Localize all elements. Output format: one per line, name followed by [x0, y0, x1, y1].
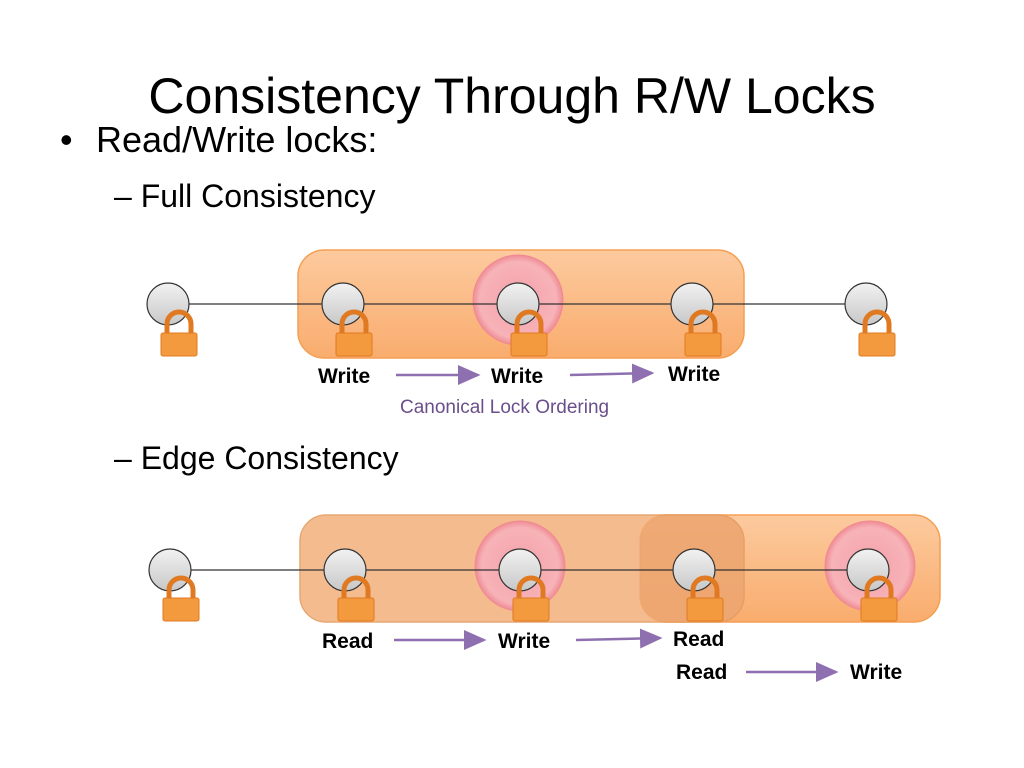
vertex-1 [146, 282, 198, 357]
slide-title: Consistency Through R/W Locks [148, 68, 876, 124]
subitem-dash: – [114, 440, 132, 476]
vertex-1 [148, 548, 200, 622]
subitem-text: Full Consistency [140, 178, 376, 214]
lock-icon [160, 309, 198, 357]
lock-label: Read [322, 630, 373, 653]
vertex-2 [323, 548, 375, 622]
full-consistency-diagram: Write Write Write Canonical Lock Orderin… [146, 249, 896, 418]
bullet-read-write-locks: • Read/Write locks: [60, 118, 377, 162]
vertex-2 [321, 282, 373, 357]
lock-label: Write [850, 661, 902, 684]
lock-icon [860, 575, 898, 622]
lock-label: Read [676, 661, 727, 684]
vertex-4 [672, 548, 724, 622]
lock-icon [337, 575, 375, 622]
ordering-caption: Canonical Lock Ordering [400, 397, 609, 418]
bullet-marker: • [60, 119, 73, 160]
lock-label: Read [673, 628, 724, 651]
subitem-text: Edge Consistency [140, 440, 399, 476]
lock-label: Write [491, 365, 543, 388]
lock-icon [162, 575, 200, 622]
vertex-5 [844, 282, 896, 357]
bullet-text: Read/Write locks: [96, 119, 378, 160]
lock-icon [684, 309, 722, 357]
edge-consistency-diagram: Read Write Read Read Write [148, 514, 941, 684]
lock-label: Write [668, 363, 720, 386]
vertex-3 [498, 548, 550, 622]
lock-icon [686, 575, 724, 622]
vertex-3 [496, 282, 548, 357]
vertex-5 [846, 548, 898, 622]
subitem-dash: – [114, 178, 132, 214]
lock-icon [512, 575, 550, 622]
order-arrow [569, 363, 655, 384]
lock-icon [858, 309, 896, 357]
subitem-full-consistency: – Full Consistency [114, 176, 375, 216]
order-arrow [575, 628, 663, 649]
subitem-edge-consistency: – Edge Consistency [114, 438, 399, 478]
lock-icon [510, 309, 548, 357]
lock-icon [335, 309, 373, 357]
lock-label: Write [498, 630, 550, 653]
vertex-4 [670, 282, 722, 357]
lock-label: Write [318, 365, 370, 388]
